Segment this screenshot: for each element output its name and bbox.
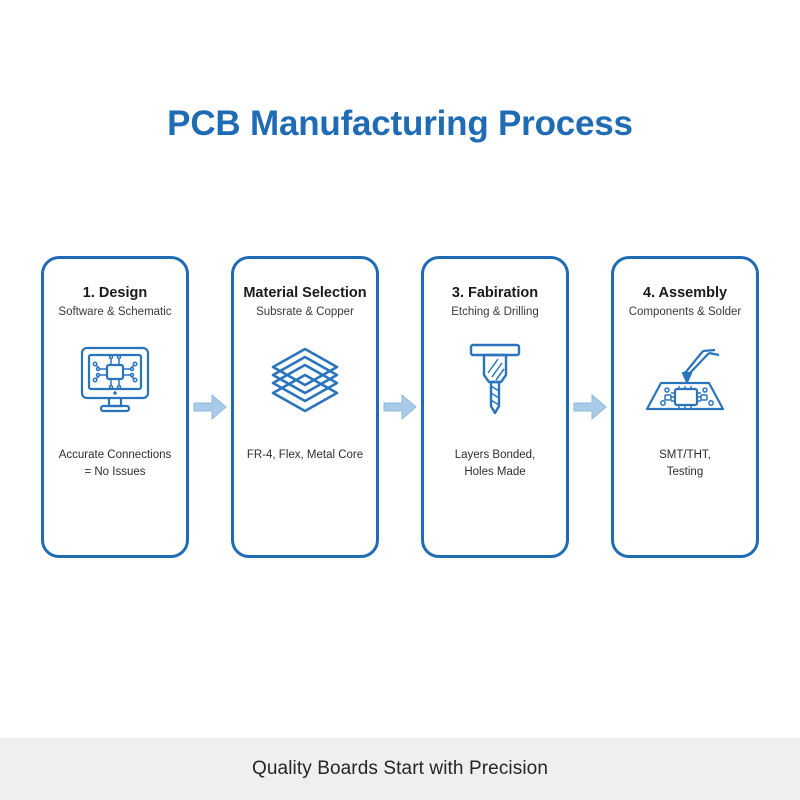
page-title: PCB Manufacturing Process: [167, 104, 633, 143]
footer-band: Quality Boards Start with Precision: [0, 738, 800, 800]
step-title: 4. Assembly: [642, 285, 728, 301]
process-steps-row: 1. Design Software & Schematic: [0, 252, 800, 562]
step-card-material-selection[interactable]: Material Selection Subsrate & Copper FR-…: [231, 256, 379, 558]
step-subtitle: Software & Schematic: [58, 305, 172, 318]
monitor-circuit-icon: [76, 341, 154, 421]
step-note: Layers Bonded, Holes Made: [454, 449, 536, 479]
title-area: PCB Manufacturing Process: [0, 0, 800, 252]
step-subtitle: Subsrate & Copper: [256, 305, 354, 318]
layers-stack-icon: [268, 341, 342, 421]
step-title: 1. Design: [82, 285, 148, 301]
step-subtitle: Components & Solder: [628, 305, 742, 318]
content-spacer: [0, 562, 800, 738]
soldering-board-icon: [641, 341, 729, 421]
step-note: SMT/THT, Testing: [659, 449, 711, 479]
step-card-assembly[interactable]: 4. Assembly Components & Solder: [611, 256, 759, 558]
arrow-right-icon: [189, 390, 231, 424]
step-card-design[interactable]: 1. Design Software & Schematic: [41, 256, 189, 558]
arrow-right-icon: [379, 390, 421, 424]
drill-bit-icon: [465, 341, 525, 421]
step-card-fabrication[interactable]: 3. Fabiration Etching & Drilling: [421, 256, 569, 558]
arrow-right-icon: [569, 390, 611, 424]
step-title: Material Selection: [243, 285, 367, 301]
step-subtitle: Etching & Drilling: [451, 305, 539, 318]
step-note: Accurate Connections = No Issues: [58, 449, 172, 479]
footer-tagline: Quality Boards Start with Precision: [251, 758, 548, 779]
step-note: FR-4, Flex, Metal Core: [246, 449, 364, 462]
step-title: 3. Fabiration: [451, 285, 539, 301]
